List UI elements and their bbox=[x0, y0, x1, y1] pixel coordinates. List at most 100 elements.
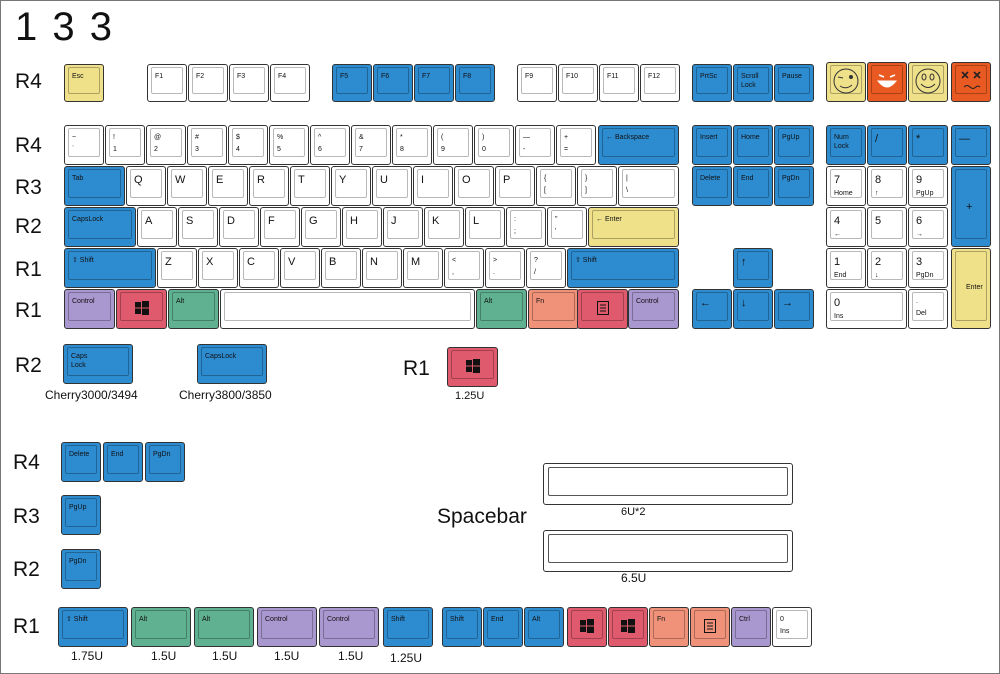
key-label: F10 bbox=[566, 73, 579, 80]
key-f11: F11 bbox=[599, 64, 639, 102]
windows-logo-icon bbox=[609, 619, 647, 638]
key-label: | bbox=[626, 175, 628, 182]
key-i: I bbox=[413, 166, 453, 206]
row-label-ext-r2: R2 bbox=[13, 558, 40, 581]
key-label: F7 bbox=[422, 73, 431, 80]
key-kpminus: — bbox=[951, 125, 991, 165]
key-face3 bbox=[908, 62, 948, 102]
key-kpstar: * bbox=[908, 125, 948, 165]
key-label: CapsLock bbox=[205, 353, 237, 360]
key-f9: F9 bbox=[517, 64, 557, 102]
row-label-r1-shift: R1 bbox=[15, 258, 42, 281]
key-sublabel: ↑ bbox=[875, 190, 879, 197]
key-label: → bbox=[782, 297, 793, 309]
key-label: E bbox=[216, 174, 224, 186]
key-label: PgUp bbox=[782, 134, 800, 141]
key-label: 7 bbox=[834, 174, 841, 186]
key-b-ctrl2: Control bbox=[319, 607, 379, 647]
key-pause: Pause bbox=[774, 64, 814, 102]
key-f8: F8 bbox=[455, 64, 495, 102]
key-label: ↓ bbox=[741, 297, 747, 309]
key-label: Shift bbox=[450, 616, 465, 623]
key-space bbox=[220, 289, 475, 329]
key-label: D bbox=[227, 215, 235, 227]
key-label: H bbox=[350, 215, 358, 227]
key-sublabel: 6 bbox=[318, 146, 322, 153]
key-f6: F6 bbox=[373, 64, 413, 102]
key-period: >. bbox=[485, 248, 525, 288]
caption-cherry-3000: Cherry3000/3494 bbox=[45, 388, 138, 402]
key-label: End bbox=[491, 616, 504, 623]
key-slash: ?/ bbox=[526, 248, 566, 288]
key-sp2 bbox=[543, 530, 793, 572]
caption-shift-125: 1.25U bbox=[390, 651, 423, 665]
key-sublabel: ← bbox=[834, 231, 841, 238]
key-kp2: 2↓ bbox=[867, 248, 907, 288]
key-equal: += bbox=[556, 125, 596, 165]
key-label: L bbox=[473, 215, 480, 227]
key-label: # bbox=[195, 134, 199, 141]
key-esc: Esc bbox=[64, 64, 104, 102]
windows-logo-icon bbox=[568, 619, 606, 638]
key-b-ctrl1: Control bbox=[257, 607, 317, 647]
key-a: A bbox=[137, 207, 177, 247]
key-label: S bbox=[186, 215, 194, 227]
key-b-end: End bbox=[483, 607, 523, 647]
key-b-fn: Fn bbox=[649, 607, 689, 647]
key-label: F11 bbox=[607, 73, 619, 80]
key-g: G bbox=[301, 207, 341, 247]
caption-alt-15b: 1.5U bbox=[212, 649, 238, 663]
row-label-r4-function: R4 bbox=[15, 70, 42, 93]
key-label: ⇧ Shift bbox=[72, 257, 94, 264]
key-b-shift125: Shift bbox=[383, 607, 433, 647]
key-tab: Tab bbox=[64, 166, 125, 206]
key-sublabel: Ins bbox=[780, 628, 790, 635]
key-label: ^ bbox=[318, 134, 322, 141]
row-label-r4-number: R4 bbox=[15, 134, 42, 157]
key-rshift: ⇧ Shift bbox=[567, 248, 679, 288]
key-label: Alt bbox=[139, 616, 148, 623]
layout-title: 1 3 3 bbox=[15, 5, 114, 49]
key-sublabel: \ bbox=[626, 187, 628, 194]
key-x: X bbox=[198, 248, 238, 288]
caption-shift-175: 1.75U bbox=[71, 649, 104, 663]
key-left: ← bbox=[692, 289, 732, 329]
key-b-alt2: Alt bbox=[194, 607, 254, 647]
key-label: Alt bbox=[532, 616, 541, 623]
key-n0: )0 bbox=[474, 125, 514, 165]
key-lctrl: Control bbox=[64, 289, 115, 329]
caption-cherry-3800: Cherry3800/3850 bbox=[179, 388, 272, 402]
key-n1: !1 bbox=[105, 125, 145, 165]
key-sublabel: 5 bbox=[277, 146, 281, 153]
key-label: Shift bbox=[391, 616, 406, 623]
key-label: @ bbox=[154, 134, 162, 141]
key-sublabel: = bbox=[564, 146, 569, 153]
key-label: Ctrl bbox=[739, 616, 750, 623]
key-b-win2 bbox=[608, 607, 648, 647]
key-label: PrtSc bbox=[700, 73, 718, 80]
key-label: Q bbox=[134, 174, 143, 186]
key-label: R bbox=[257, 174, 265, 186]
key-label: 9 bbox=[916, 174, 923, 186]
key-sublabel: 3 bbox=[195, 146, 199, 153]
key-label: & bbox=[359, 134, 364, 141]
key-t: T bbox=[290, 166, 330, 206]
key-sublabel: PgDn bbox=[916, 272, 934, 279]
spacebar-title: Spacebar bbox=[437, 505, 527, 528]
key-home: Home bbox=[733, 125, 773, 165]
key-f: F bbox=[260, 207, 300, 247]
key-label: F6 bbox=[381, 73, 390, 80]
key-down: ↓ bbox=[733, 289, 773, 329]
key-label: F8 bbox=[463, 73, 472, 80]
key-sublabel: 1 bbox=[113, 146, 117, 153]
key-sublabel: 9 bbox=[441, 146, 445, 153]
key-label: K bbox=[432, 215, 440, 227]
key-delete: Delete bbox=[692, 166, 732, 206]
key-caps: CapsLock bbox=[64, 207, 136, 247]
key-lshift: ⇧ Shift bbox=[64, 248, 156, 288]
key-label: Scroll Lock bbox=[741, 73, 759, 89]
key-label: F1 bbox=[155, 73, 164, 80]
key-label: F12 bbox=[648, 73, 661, 80]
key-kpdot: .Del bbox=[908, 289, 948, 329]
key-v: V bbox=[280, 248, 320, 288]
